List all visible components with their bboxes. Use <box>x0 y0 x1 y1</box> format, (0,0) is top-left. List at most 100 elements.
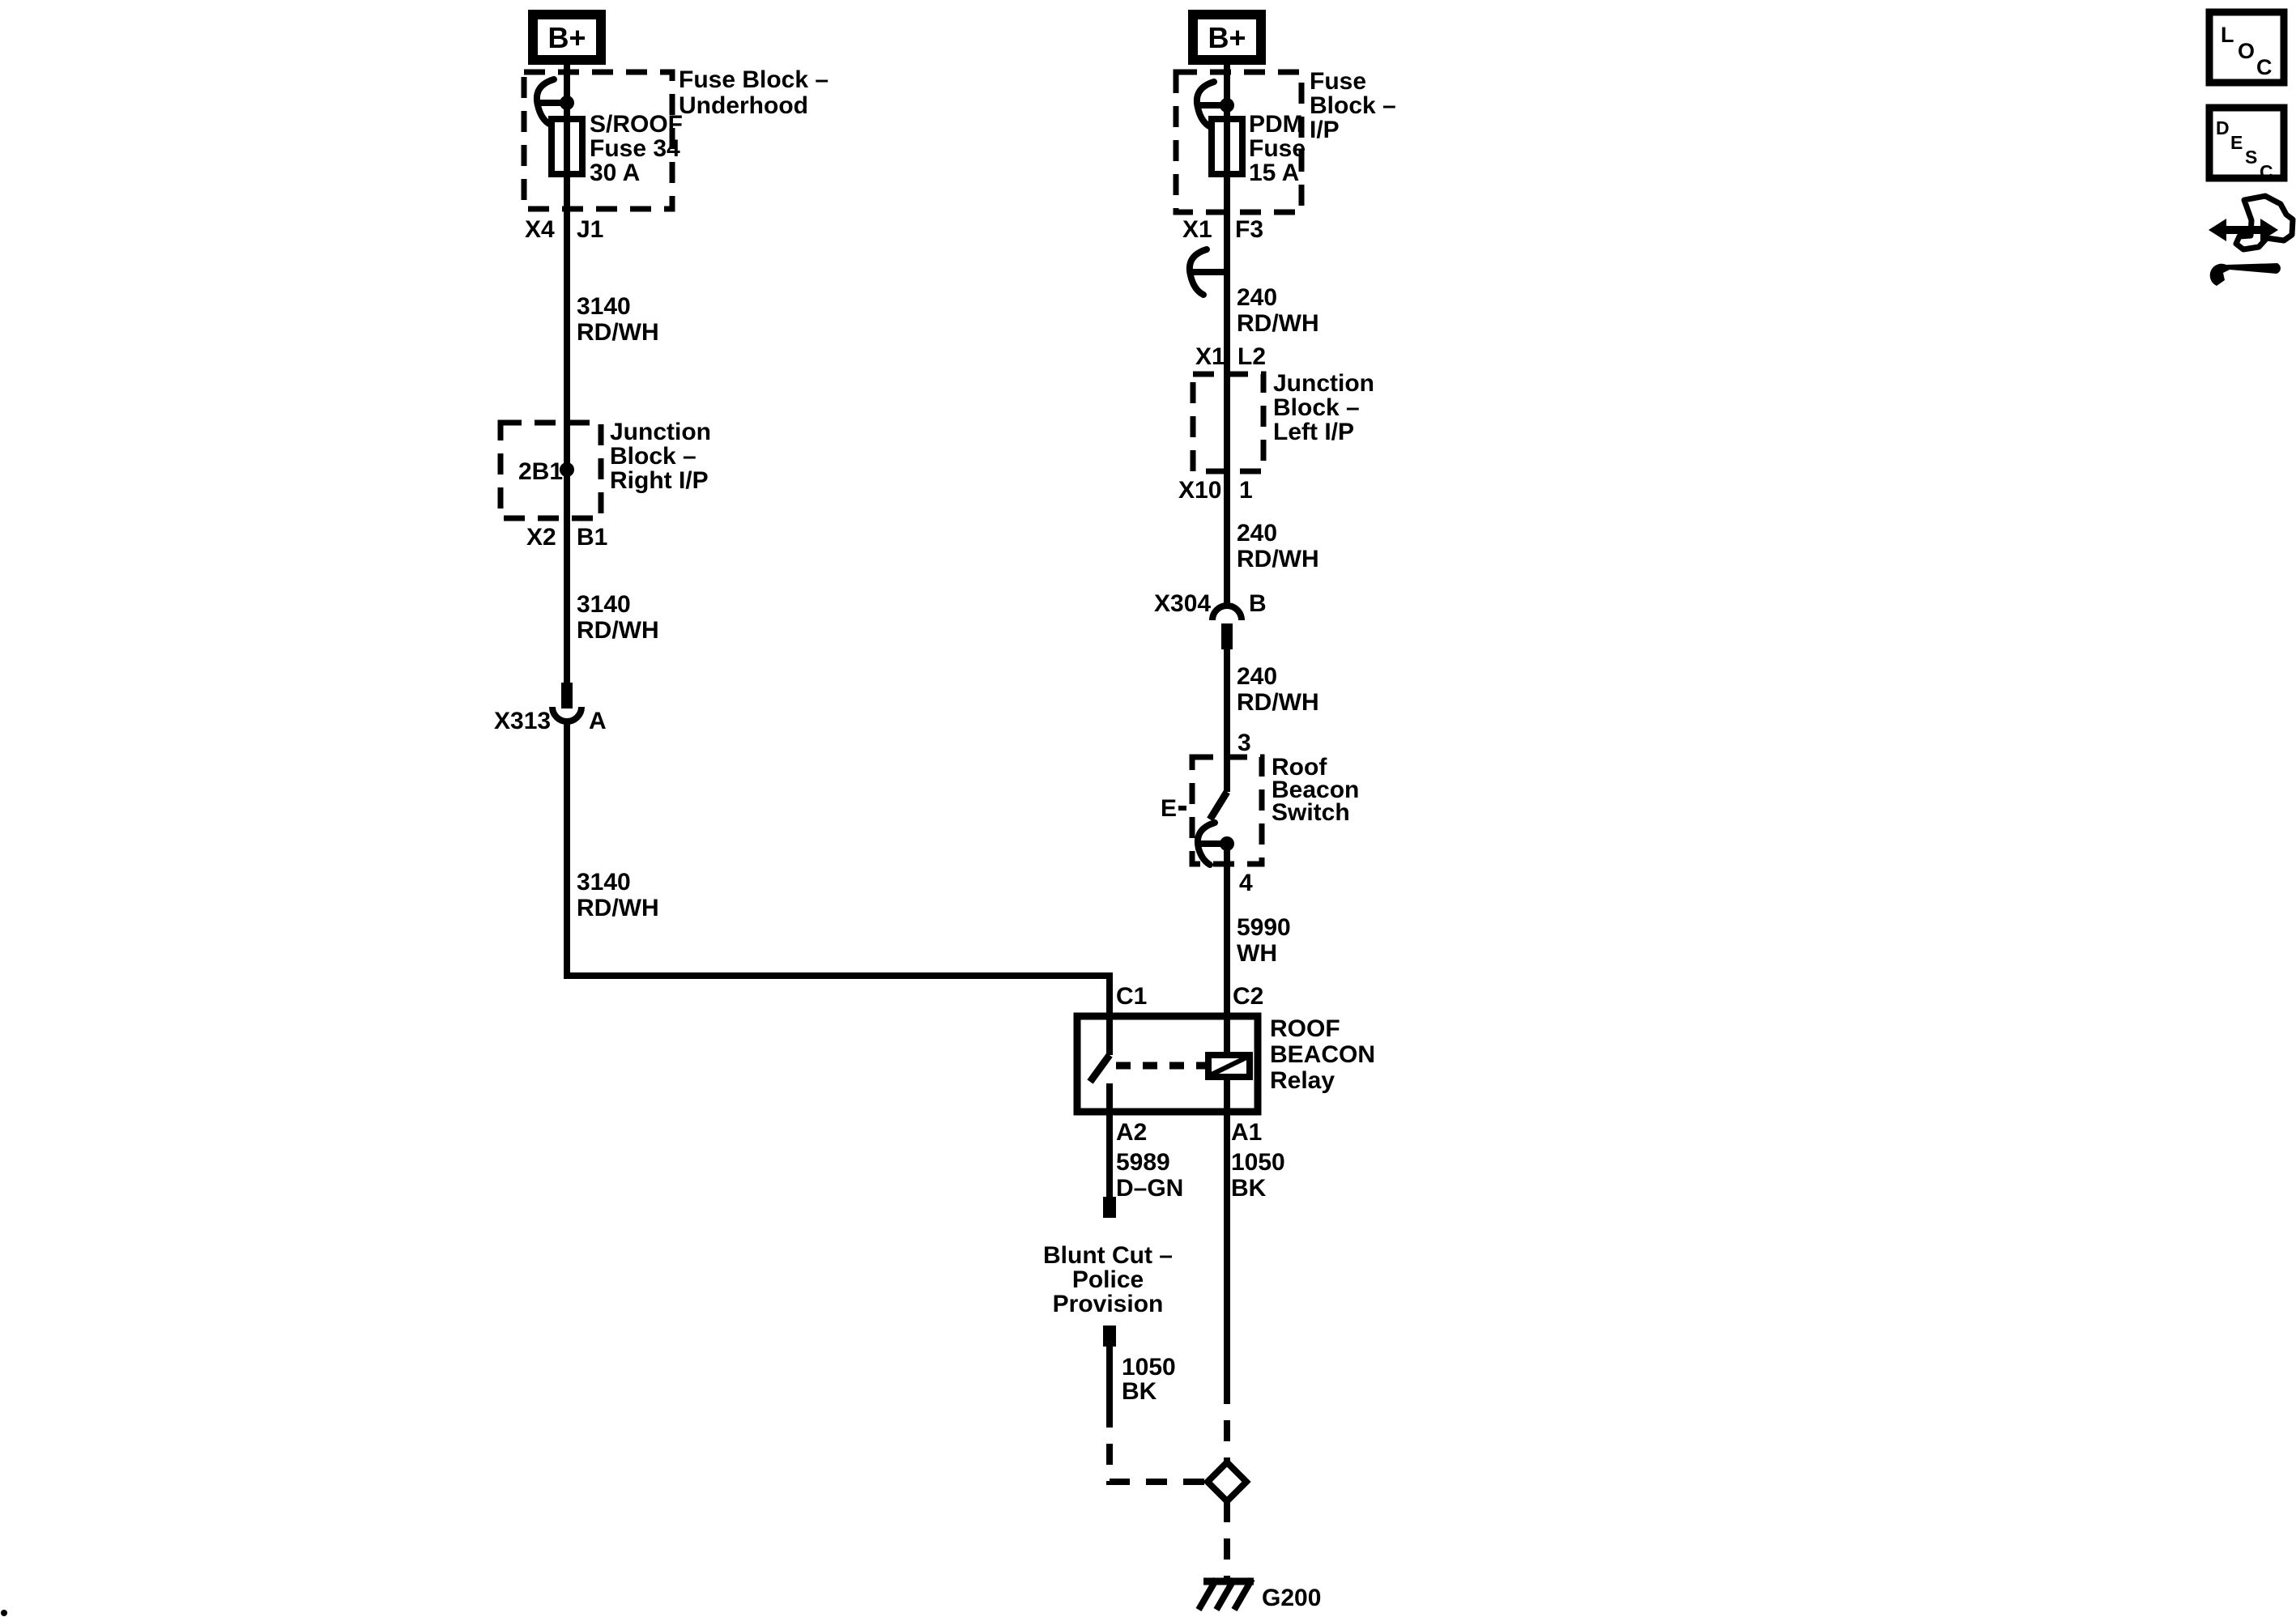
wire-1050-police-dashed <box>1106 1406 1206 1485</box>
fuse-number: Fuse 34 <box>590 135 680 162</box>
pin-b: B <box>1249 590 1267 617</box>
page-marker-dot <box>1 1610 7 1616</box>
blunt-cut-end-icon <box>1103 1197 1116 1218</box>
fuse-block-name-line2: Block – <box>1310 92 1396 119</box>
blunt-cut-line1: Blunt Cut – <box>1043 1242 1173 1269</box>
fuse-icon <box>1208 116 1246 177</box>
junction-block-name-line2: Block – <box>610 443 696 470</box>
loc-button[interactable]: L O C <box>2205 8 2288 87</box>
double-arrow-icon <box>2209 219 2278 241</box>
switch-name-line3: Switch <box>1272 799 1350 826</box>
junction-block-right-ip-box <box>497 419 604 521</box>
loc-letter-o: O <box>2238 39 2255 63</box>
wire-circuit: 1050 <box>1122 1354 1176 1381</box>
inline-connector-female-icon <box>1209 602 1245 621</box>
battery-feed-label: B+ <box>547 21 586 54</box>
inline-connector-female-icon <box>549 706 585 725</box>
wire-color: BK <box>1122 1378 1157 1405</box>
legend: L O C D E S C <box>2205 8 2296 286</box>
fuse-rating: 15 A <box>1249 160 1299 186</box>
wire-color: RD/WH <box>1237 689 1319 716</box>
connector-x10: X10 <box>1178 477 1221 504</box>
wire-color: RD/WH <box>1237 546 1319 572</box>
wire-circuit: 5990 <box>1237 914 1291 941</box>
wire-circuit: 5989 <box>1116 1149 1170 1176</box>
relay-name-line2: BEACON <box>1270 1041 1375 1068</box>
fuse-block-name-line1: Fuse Block – <box>679 66 829 93</box>
switch-blade-icon <box>1207 789 1230 822</box>
connector-x313: X313 <box>494 708 551 734</box>
right-branch: B+ PDM Fuse 15 A Fuse Block – I/P X1 F3 … <box>1154 10 1396 1112</box>
wire-circuit: 3140 <box>577 869 631 896</box>
relay-coil-diagonal <box>1210 1055 1248 1077</box>
relay-pin-a2: A2 <box>1116 1119 1147 1146</box>
junction-block-left-ip-box <box>1190 371 1267 474</box>
fuse-block-ip-box <box>1173 69 1305 215</box>
ground-label: G200 <box>1262 1585 1321 1611</box>
component-view-wrench-icon[interactable] <box>2209 193 2296 286</box>
clip-icon <box>1195 819 1218 868</box>
loc-letter-c: C <box>2256 55 2273 79</box>
junction-block-name-line3: Right I/P <box>610 467 709 494</box>
fuse-block-name-line2: Underhood <box>679 92 808 119</box>
wire-color: RD/WH <box>577 319 659 346</box>
pin-l2: L2 <box>1237 343 1266 370</box>
fuse-block-name-line1: Fuse <box>1310 68 1366 95</box>
loc-letter-l: L <box>2221 23 2234 47</box>
junction-dot <box>1220 98 1234 113</box>
connector-x304: X304 <box>1154 590 1211 617</box>
fuse-rating: 30 A <box>590 160 640 186</box>
junction-block-name-line3: Left I/P <box>1273 419 1354 445</box>
fuse-icon <box>548 116 586 177</box>
wire-color: RD/WH <box>577 617 659 644</box>
relay-name-line3: Relay <box>1270 1067 1335 1094</box>
fuse-name: PDM <box>1249 111 1303 138</box>
roof-beacon-relay: C1 C2 ROOF BEACON Relay A2 A1 <box>1073 983 1375 1197</box>
switch-e-terminal: E <box>1161 795 1177 822</box>
wire-color: RD/WH <box>577 895 659 921</box>
pin-f3: F3 <box>1235 216 1263 243</box>
relay-contact-blade-icon <box>1087 1053 1113 1084</box>
desc-letter-e: E <box>2230 132 2243 153</box>
desc-letter-s: S <box>2245 147 2257 168</box>
wire-color: D–GN <box>1116 1175 1183 1202</box>
pin-a: A <box>589 708 607 734</box>
component-outline-icon <box>2233 193 2296 253</box>
junction-block-name-line1: Junction <box>1273 370 1374 397</box>
junction-block-name-line1: Junction <box>610 419 711 445</box>
inline-connector-male-icon <box>561 683 573 709</box>
connector-x1-l2: X1 <box>1195 343 1225 370</box>
blunt-cut-line2: Police <box>1072 1266 1144 1293</box>
fuse-block-underhood-box <box>521 69 675 212</box>
junction-pin-2b1: 2B1 <box>518 458 563 485</box>
wire-circuit: 240 <box>1237 663 1277 690</box>
connector-x1: X1 <box>1182 216 1212 243</box>
switch-name-line1: Roof <box>1272 754 1327 781</box>
junction-dot <box>560 462 574 477</box>
wire-color: WH <box>1237 940 1277 967</box>
relay-pin-c2: C2 <box>1233 983 1263 1010</box>
inline-connector-male-icon <box>1221 623 1233 649</box>
pin-j1: J1 <box>577 216 603 243</box>
wrench-icon <box>2209 263 2281 286</box>
wire-circuit: 240 <box>1237 284 1277 311</box>
relay-box <box>1073 1012 1262 1116</box>
wire-3140-lower <box>564 721 1113 1055</box>
desc-letter-c: C <box>2260 161 2273 182</box>
switch-name-line2: Beacon <box>1272 777 1359 803</box>
relay-pin-c1: C1 <box>1116 983 1147 1010</box>
ground-icon <box>1195 1577 1255 1612</box>
desc-button[interactable]: D E S C <box>2205 104 2288 182</box>
relay-pin-a1: A1 <box>1231 1119 1262 1146</box>
fuse-name: S/ROOF <box>590 111 683 138</box>
battery-feed-label: B+ <box>1208 21 1246 54</box>
relay-name-line1: ROOF <box>1270 1015 1340 1042</box>
connector-x4: X4 <box>525 216 555 243</box>
wire-circuit: 240 <box>1237 520 1277 547</box>
left-branch: B+ S/ROOF Fuse 34 30 A Fuse Block – Unde… <box>494 10 1113 1055</box>
desc-letter-d: D <box>2216 117 2230 138</box>
fuse-number: Fuse <box>1249 135 1306 162</box>
wire-circuit: 3140 <box>577 293 631 320</box>
